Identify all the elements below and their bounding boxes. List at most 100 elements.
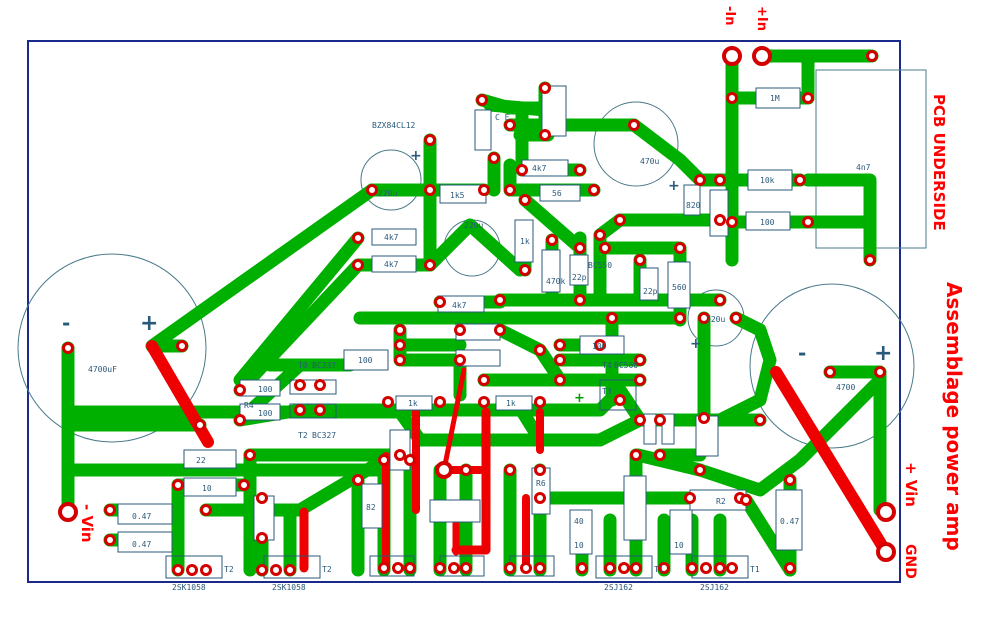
silk-t2-c: T2 <box>322 565 332 574</box>
solder-pad <box>394 449 406 461</box>
silk-10-b: 10 <box>574 541 584 550</box>
solder-pad <box>284 564 296 576</box>
solder-pad <box>434 562 446 574</box>
solder-pad <box>534 344 546 356</box>
solder-pad <box>546 234 558 246</box>
solder-pad <box>634 254 646 266</box>
solder-pad <box>730 312 742 324</box>
solder-pad <box>874 366 886 378</box>
silk-40-a: 40 <box>574 517 584 526</box>
svg-text:+: + <box>410 148 422 164</box>
silk-t3: T3 <box>602 387 612 396</box>
solder-pad <box>104 534 116 546</box>
silk-4700: 4700 <box>836 383 855 392</box>
solder-pad <box>604 562 616 574</box>
silk-047-a: 0.47 <box>132 512 151 521</box>
silk-100-e: 100 <box>258 409 273 418</box>
silk-4k7-b: 4k7 <box>384 260 399 269</box>
solder-pad <box>630 562 642 574</box>
solder-pad <box>698 412 710 424</box>
solder-pad <box>594 229 606 241</box>
silk-t1-a: T1 <box>654 565 664 574</box>
svg-text:-: - <box>62 311 70 335</box>
solder-pad <box>754 414 766 426</box>
pads <box>62 50 886 576</box>
solder-pad <box>404 562 416 574</box>
silk-4700uf: 4700uF <box>88 365 117 374</box>
solder-pad <box>658 562 670 574</box>
solder-pad <box>614 214 626 226</box>
solder-pad <box>352 259 364 271</box>
silk-2sk-a: 2SK1058 <box>172 583 206 592</box>
pcb-underside-label: PCB UNDERSIDE <box>930 94 948 231</box>
silk-t0: T0 <box>298 361 308 370</box>
silk-t1-b: T1 <box>750 565 760 574</box>
silk-047-b: 0.47 <box>132 540 151 549</box>
solder-pad <box>618 562 630 574</box>
solder-pad <box>574 242 586 254</box>
svg-text:+: + <box>140 311 158 336</box>
solder-pad <box>674 312 686 324</box>
solder-pad <box>256 564 268 576</box>
solder-pad <box>516 164 528 176</box>
solder-pad <box>866 50 878 62</box>
solder-pad <box>504 464 516 476</box>
silk-22p-a: 22p <box>572 273 587 282</box>
silk-r6: R6 <box>536 479 546 488</box>
solder-pad <box>614 394 626 406</box>
solder-pad <box>534 492 546 504</box>
solder-pad <box>784 474 796 486</box>
silk-4k7-c: 4k7 <box>532 164 547 173</box>
silk-r2: R2 <box>716 497 726 506</box>
solder-pad <box>172 479 184 491</box>
solder-pad <box>634 354 646 366</box>
solder-pad <box>476 94 488 106</box>
svg-text:+: + <box>668 178 680 194</box>
terminal-pads <box>58 46 896 562</box>
polarity-marks: - + - + + + + + <box>62 148 892 406</box>
solder-pad <box>504 562 516 574</box>
solder-pad <box>714 174 726 186</box>
svg-text:+: + <box>690 336 702 352</box>
silk-2sk-b: 2SK1058 <box>272 583 306 592</box>
solder-pad <box>270 564 282 576</box>
solder-pad <box>352 474 364 486</box>
solder-pad <box>366 184 378 196</box>
solder-pad <box>200 504 212 516</box>
solder-pad <box>434 296 446 308</box>
silk-r4: R4 <box>244 401 254 410</box>
silk-2sj-b: 2SJ162 <box>700 583 729 592</box>
silkscreen: BZX84CL12 220u 4k7 4k7 1k5 4k7 56 1k 470… <box>88 94 871 592</box>
solder-pad <box>539 129 551 141</box>
svg-text:+: + <box>874 341 892 366</box>
solder-pad <box>594 339 606 351</box>
solder-pad <box>700 562 712 574</box>
solder-pad <box>352 232 364 244</box>
solder-pad <box>606 312 618 324</box>
label-gnd: GND <box>902 544 918 579</box>
solder-pad <box>314 404 326 416</box>
solder-pad <box>694 174 706 186</box>
label-minus-in: -In <box>722 6 737 26</box>
solder-pad <box>714 562 726 574</box>
solder-pad <box>200 564 212 576</box>
silk-1k-a: 1k <box>520 237 530 246</box>
solder-pad <box>382 396 394 408</box>
solder-pad <box>394 324 406 336</box>
solder-pad <box>504 184 516 196</box>
silk-820: 820 <box>686 201 701 210</box>
solder-pad <box>674 242 686 254</box>
solder-pad <box>448 562 460 574</box>
solder-pad <box>802 216 814 228</box>
solder-pad <box>314 379 326 391</box>
solder-pad <box>454 324 466 336</box>
silk-470u: 470u <box>640 157 659 166</box>
solder-pad <box>424 184 436 196</box>
label-minus-vin: - Vin <box>78 504 96 543</box>
solder-pad <box>539 82 551 94</box>
silk-ce: C E <box>495 113 510 122</box>
svg-text:-: - <box>798 341 806 365</box>
solder-pad <box>554 374 566 386</box>
solder-pad <box>256 532 268 544</box>
